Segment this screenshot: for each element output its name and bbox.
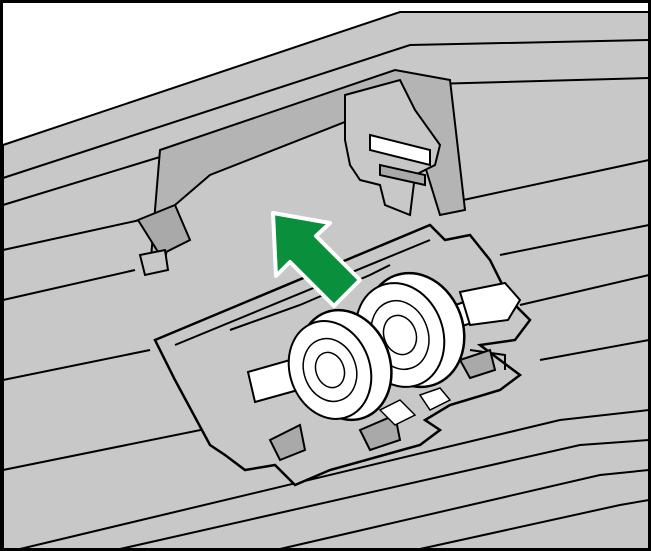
housing-ridge-line <box>2 39 650 179</box>
housing-ridge-line <box>2 219 141 251</box>
housing-ridge-line <box>499 224 650 256</box>
roller-shaft-end <box>458 281 522 327</box>
latch-detail <box>379 163 426 187</box>
tray-inner-edge <box>469 349 506 370</box>
housing-lower-line <box>279 469 650 550</box>
tray-tab <box>358 413 402 452</box>
housing-ridge-line <box>439 159 650 206</box>
housing-ridge-line <box>519 274 650 306</box>
gear-detail <box>418 387 452 411</box>
housing-lower-line <box>19 409 650 550</box>
housing-lower-line <box>119 439 650 550</box>
tray-tab <box>458 348 497 380</box>
tray-inner-edge <box>174 239 431 346</box>
gear-detail <box>378 399 417 426</box>
left-guide-tab <box>138 248 170 277</box>
housing-lower-line <box>419 499 650 550</box>
housing-lower-line <box>539 339 650 361</box>
latch-detail <box>369 133 431 167</box>
housing-ridge-line <box>2 269 136 301</box>
arrow-up-left-icon <box>271 211 362 308</box>
roller-left <box>287 308 393 422</box>
housing-lower-line <box>2 349 151 381</box>
left-guide-tab <box>136 203 192 257</box>
tray-tab <box>268 423 307 462</box>
